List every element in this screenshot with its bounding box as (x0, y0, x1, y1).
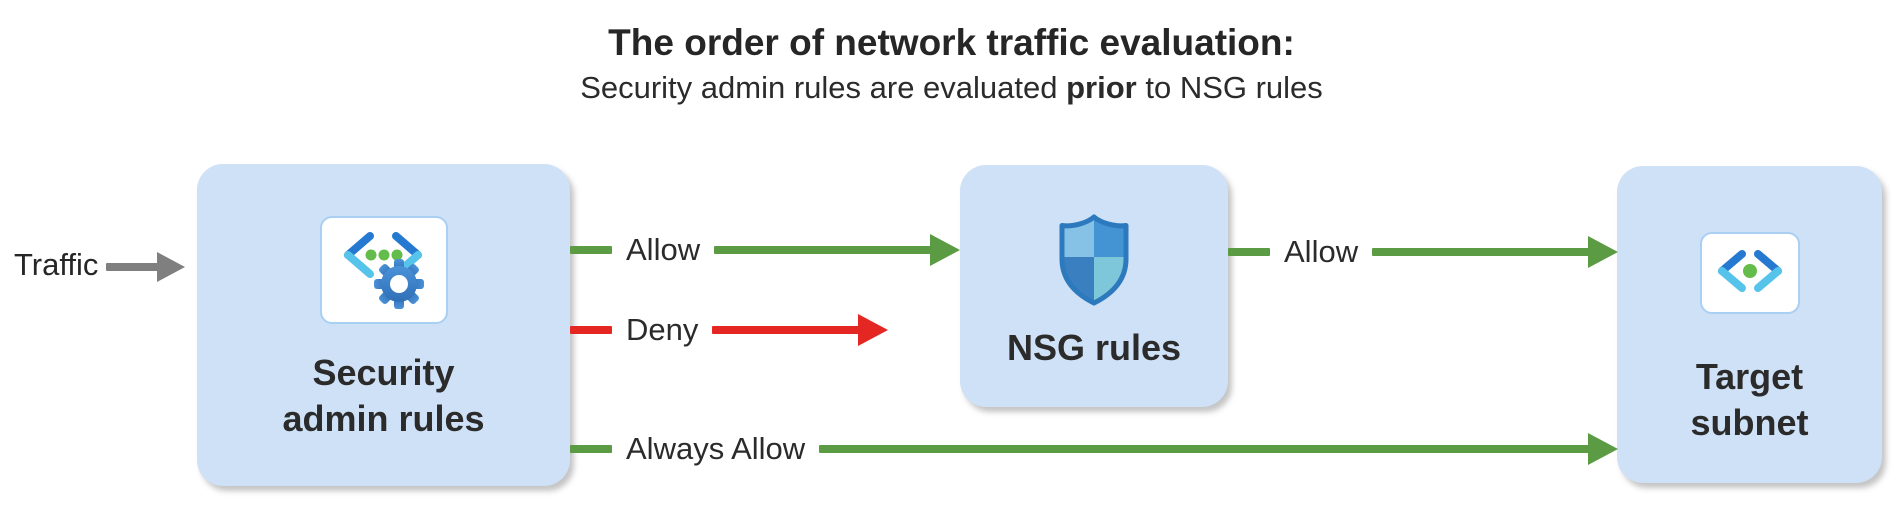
arrow-always-allow-label: Always Allow (626, 431, 806, 466)
arrow-line (1372, 248, 1589, 256)
arrow-line (570, 246, 612, 254)
arrow-deny-label: Deny (626, 312, 699, 347)
diagram-subtitle: Security admin rules are evaluated prior… (0, 70, 1903, 106)
target-subnet-label-line2: subnet (1690, 402, 1809, 443)
arrow-deny: Deny (570, 312, 888, 348)
shield-icon (1056, 213, 1132, 307)
traffic-arrow-line (106, 263, 158, 271)
target-subnet-label: Target subnet (1690, 354, 1808, 446)
target-subnet-icon-card (1699, 232, 1800, 314)
arrow-always-allow: Always Allow (570, 431, 1618, 467)
arrow-line (1228, 248, 1270, 256)
code-gear-icon (338, 225, 430, 316)
arrow-line (819, 445, 1589, 453)
arrow-head-icon (1588, 433, 1618, 465)
arrow-allow-to-nsg-label: Allow (626, 232, 701, 267)
arrow-head-icon (930, 234, 960, 266)
traffic-arrow-head-icon (157, 252, 185, 282)
nsg-rules-label: NSG rules (1006, 327, 1182, 368)
security-admin-rules-label: Security admin rules (282, 350, 484, 442)
node-target-subnet: Target subnet (1617, 166, 1882, 483)
security-admin-rules-icon-card (319, 216, 448, 324)
subnet-brackets-icon (1715, 246, 1785, 301)
target-subnet-label-line1: Target (1695, 356, 1804, 397)
arrow-allow-to-target: Allow (1228, 234, 1618, 270)
node-nsg-rules: NSG rules (960, 165, 1228, 407)
arrow-line (570, 326, 612, 334)
node-security-admin-rules: Security admin rules (197, 164, 570, 486)
subtitle-text-before: Security admin rules are evaluated (580, 70, 1067, 105)
subtitle-bold-word: prior (1066, 70, 1137, 105)
security-admin-rules-label-line1: Security (312, 352, 455, 393)
arrow-head-icon (1588, 236, 1618, 268)
arrow-line (712, 326, 859, 334)
diagram-title: The order of network traffic evaluation: (608, 22, 1295, 63)
arrow-allow-to-nsg: Allow (570, 232, 960, 268)
subtitle-text-after: to NSG rules (1136, 70, 1323, 105)
arrow-line (570, 445, 612, 453)
traffic-label: Traffic (14, 247, 99, 282)
traffic-arrow (106, 252, 185, 282)
arrow-allow-to-target-label: Allow (1284, 234, 1359, 269)
arrow-head-icon (858, 314, 888, 346)
arrow-line (714, 246, 931, 254)
security-admin-rules-label-line2: admin rules (282, 398, 485, 439)
